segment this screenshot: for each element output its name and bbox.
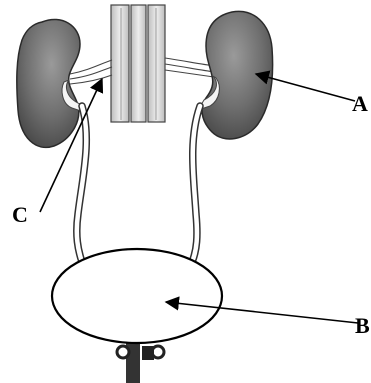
urethra xyxy=(117,340,164,383)
label-a: A xyxy=(352,91,368,116)
label-c: C xyxy=(12,202,28,227)
great-vessels xyxy=(111,5,165,122)
label-b: B xyxy=(355,313,370,338)
ureters xyxy=(77,106,200,262)
bladder xyxy=(52,249,222,343)
